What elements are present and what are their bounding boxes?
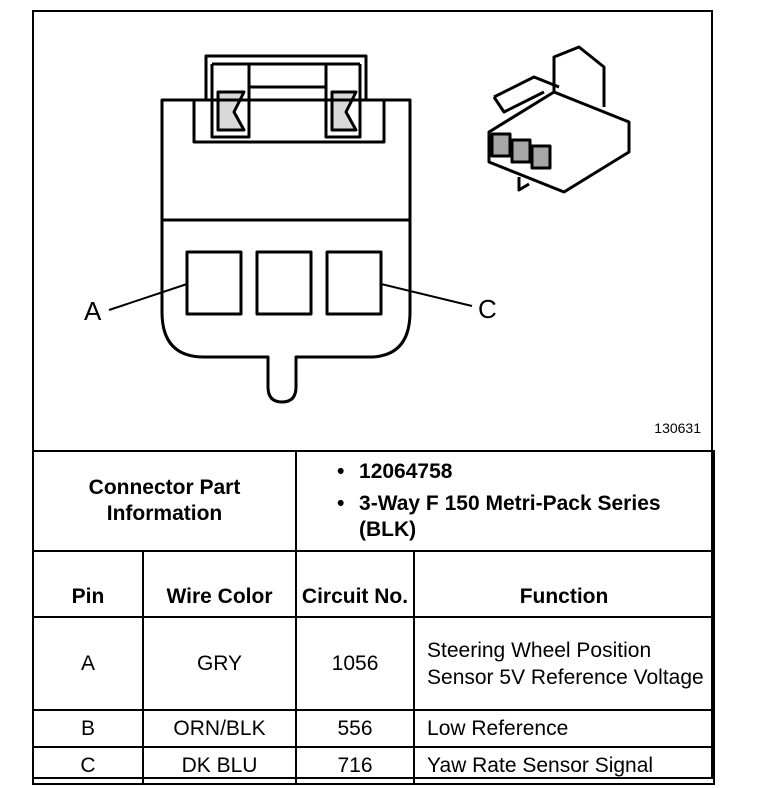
cell-wire-color: ORN/BLK — [141, 709, 298, 748]
connector-info-item: •12064758 — [337, 460, 453, 483]
connector-iso-drawing — [487, 45, 631, 194]
cell-pin: B — [32, 709, 144, 748]
cell-pin: A — [32, 616, 144, 711]
cell-wire-color: GRY — [141, 616, 298, 711]
connector-body — [160, 98, 412, 404]
leader-a — [108, 283, 188, 311]
cell-circuit: 556 — [295, 709, 416, 748]
header-function: Function — [413, 550, 716, 618]
header-wire-color: Wire Color — [141, 550, 298, 618]
cell-function: Low Reference — [413, 709, 716, 748]
pin-label-a: A — [84, 296, 102, 326]
table-header-row: Pin Wire Color Circuit No. Function — [32, 550, 716, 618]
cell-pin: C — [32, 746, 144, 785]
connector-diagram: A C 130631 — [34, 12, 715, 452]
cell-wire-color: DK BLU — [141, 746, 298, 785]
figure-number: 130631 — [654, 420, 701, 436]
connector-frame: A C 130631 Connector Part Information •1… — [31, 10, 716, 785]
cell-function: Steering Wheel Position Sensor 5V Refere… — [413, 616, 716, 711]
cavity-a — [185, 250, 243, 316]
cavity-b — [255, 250, 313, 316]
header-circuit: Circuit No. — [295, 550, 416, 618]
table-row: A GRY 1056 Steering Wheel Position Senso… — [32, 616, 716, 711]
cell-circuit: 716 — [295, 746, 416, 785]
cell-circuit: 1056 — [295, 616, 416, 711]
connector-info-row: Connector Part Information •12064758 •3-… — [31, 450, 716, 552]
connector-info-label: Connector Part Information — [31, 450, 298, 552]
connector-latch — [192, 54, 386, 144]
connector-info-items: •12064758 •3-Way F 150 Metri-Pack Series… — [295, 450, 716, 552]
connector-table: Connector Part Information •12064758 •3-… — [31, 450, 716, 785]
pin-label-c: C — [478, 294, 497, 324]
header-pin: Pin — [32, 550, 144, 618]
table-row: B ORN/BLK 556 Low Reference — [32, 709, 716, 748]
connector-info-item: •3-Way F 150 Metri-Pack Series (BLK) — [337, 492, 661, 541]
table-row: C DK BLU 716 Yaw Rate Sensor Signal — [32, 746, 716, 785]
connector-face-drawing — [108, 45, 631, 404]
leader-c — [380, 283, 473, 307]
cell-function: Yaw Rate Sensor Signal — [413, 746, 716, 785]
cavity-c — [325, 250, 383, 316]
